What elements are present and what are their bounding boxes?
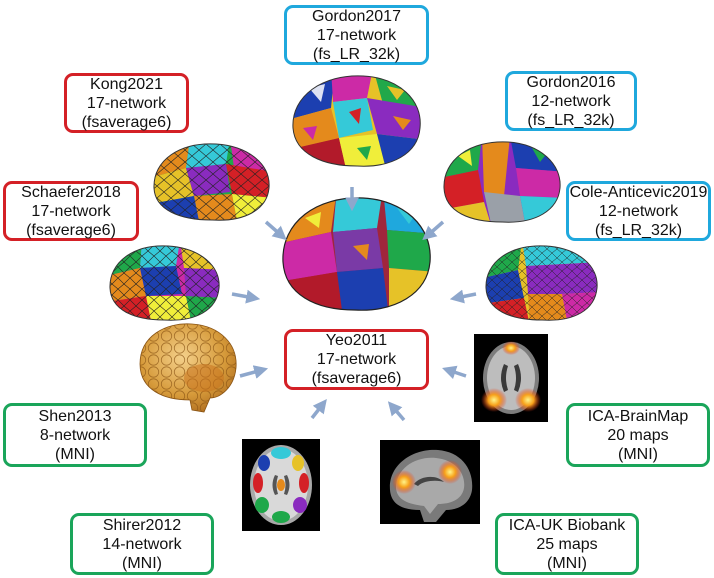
shirer2012-space: (MNI): [122, 554, 162, 572]
cole-anticevic2019-label-box: Cole-Anticevic2019 12-network (fs_LR_32k…: [566, 181, 711, 241]
schaefer2018-name: Schaefer2018: [21, 183, 121, 201]
shen2013-brain-3d: [139, 323, 237, 413]
ica-brainmap-axial-slice: [474, 334, 548, 422]
cole-anticevic2019-name: Cole-Anticevic2019: [569, 183, 708, 201]
yeo2011-name: Yeo2011: [325, 332, 388, 349]
yeo2011-networks: 17-network: [316, 351, 397, 368]
gordon2016-networks: 12-network: [531, 92, 611, 110]
shirer2012-name: Shirer2012: [102, 516, 182, 534]
arrow-kong2021: [264, 220, 287, 241]
arrow-ica-uk-biobank: [387, 401, 406, 422]
gordon2016-name: Gordon2016: [526, 73, 616, 91]
shen2013-networks: 8-network: [39, 426, 111, 444]
gordon2017-label-box: Gordon2017 17-network (fs_LR_32k): [284, 5, 429, 65]
schaefer2018-space: (fsaverage6): [26, 221, 116, 239]
schaefer2018-brain-surface: [109, 245, 220, 321]
ica-uk-biobank-space: (MNI): [547, 554, 587, 572]
ica-brainmap-name: ICA-BrainMap: [587, 407, 689, 425]
ica-brainmap-space: (MNI): [618, 445, 658, 463]
arrow-schaefer2018: [231, 289, 261, 304]
shirer2012-label-box: Shirer2012 14-network (MNI): [70, 513, 214, 575]
kong2021-name: Kong2021: [90, 75, 163, 93]
arrow-ica-brainmap: [442, 365, 467, 380]
ica-uk-biobank-sagittal-slice: [380, 440, 480, 524]
shen2013-space: (MNI): [55, 445, 95, 463]
schaefer2018-networks: 17-network: [31, 202, 111, 220]
gordon2017-space: (fs_LR_32k): [312, 45, 401, 63]
ica-brainmap-networks: 20 maps: [607, 426, 669, 444]
ica-uk-biobank-networks: 25 maps: [536, 535, 598, 553]
shen2013-name: Shen2013: [38, 407, 112, 425]
gordon2016-space: (fs_LR_32k): [527, 111, 615, 129]
ica-uk-biobank-label-box: ICA-UK Biobank 25 maps (MNI): [495, 513, 639, 575]
arrow-gordon2016: [422, 220, 445, 241]
arrow-cole-anticevic2019: [449, 289, 477, 304]
arrow-shirer2012: [310, 399, 327, 420]
yeo2011-space: (fsaverage6): [311, 370, 402, 387]
gordon2016-brain-surface: [443, 141, 561, 223]
cole-anticevic2019-brain-surface: [485, 245, 598, 321]
schaefer2018-label-box: Schaefer2018 17-network (fsaverage6): [3, 181, 139, 241]
kong2021-networks: 17-network: [86, 94, 167, 112]
kong2021-brain-surface: [153, 143, 270, 221]
kong2021-label-box: Kong2021 17-network (fsaverage6): [64, 73, 189, 133]
gordon2017-name: Gordon2017: [312, 7, 401, 25]
gordon2016-label-box: Gordon2016 12-network (fs_LR_32k): [505, 71, 637, 131]
yeo2011-label-box: Yeo2011 17-network (fsaverage6): [284, 329, 429, 390]
kong2021-space: (fsaverage6): [81, 113, 172, 131]
shirer2012-networks: 14-network: [102, 535, 182, 553]
ica-uk-biobank-name: ICA-UK Biobank: [508, 516, 626, 534]
cole-anticevic2019-space: (fs_LR_32k): [594, 221, 683, 239]
ica-brainmap-label-box: ICA-BrainMap 20 maps (MNI): [566, 403, 710, 467]
arrow-shen2013: [239, 365, 269, 379]
cole-anticevic2019-networks: 12-network: [598, 202, 679, 220]
gordon2017-networks: 17-network: [316, 26, 397, 44]
shen2013-label-box: Shen2013 8-network (MNI): [3, 403, 147, 467]
shirer2012-axial-slice: [242, 439, 320, 531]
gordon2017-brain-surface: [292, 75, 421, 167]
